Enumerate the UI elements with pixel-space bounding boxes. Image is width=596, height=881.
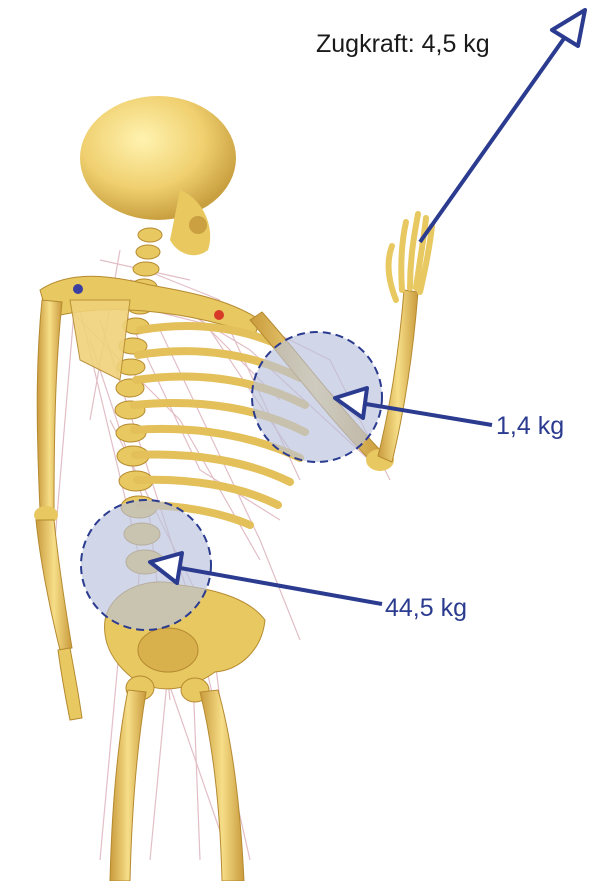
lumbar-highlight [81,500,211,630]
scapula [70,300,130,380]
joint-marker-blue [73,284,83,294]
joint-marker-red [214,310,224,320]
pull-force-label: Zugkraft: 4,5 kg [316,32,490,57]
shoulder-force-label: 1,4 kg [496,414,564,439]
skeleton-figure [34,96,432,881]
legs [110,690,244,881]
spine-force-label: 44,5 kg [385,596,467,621]
